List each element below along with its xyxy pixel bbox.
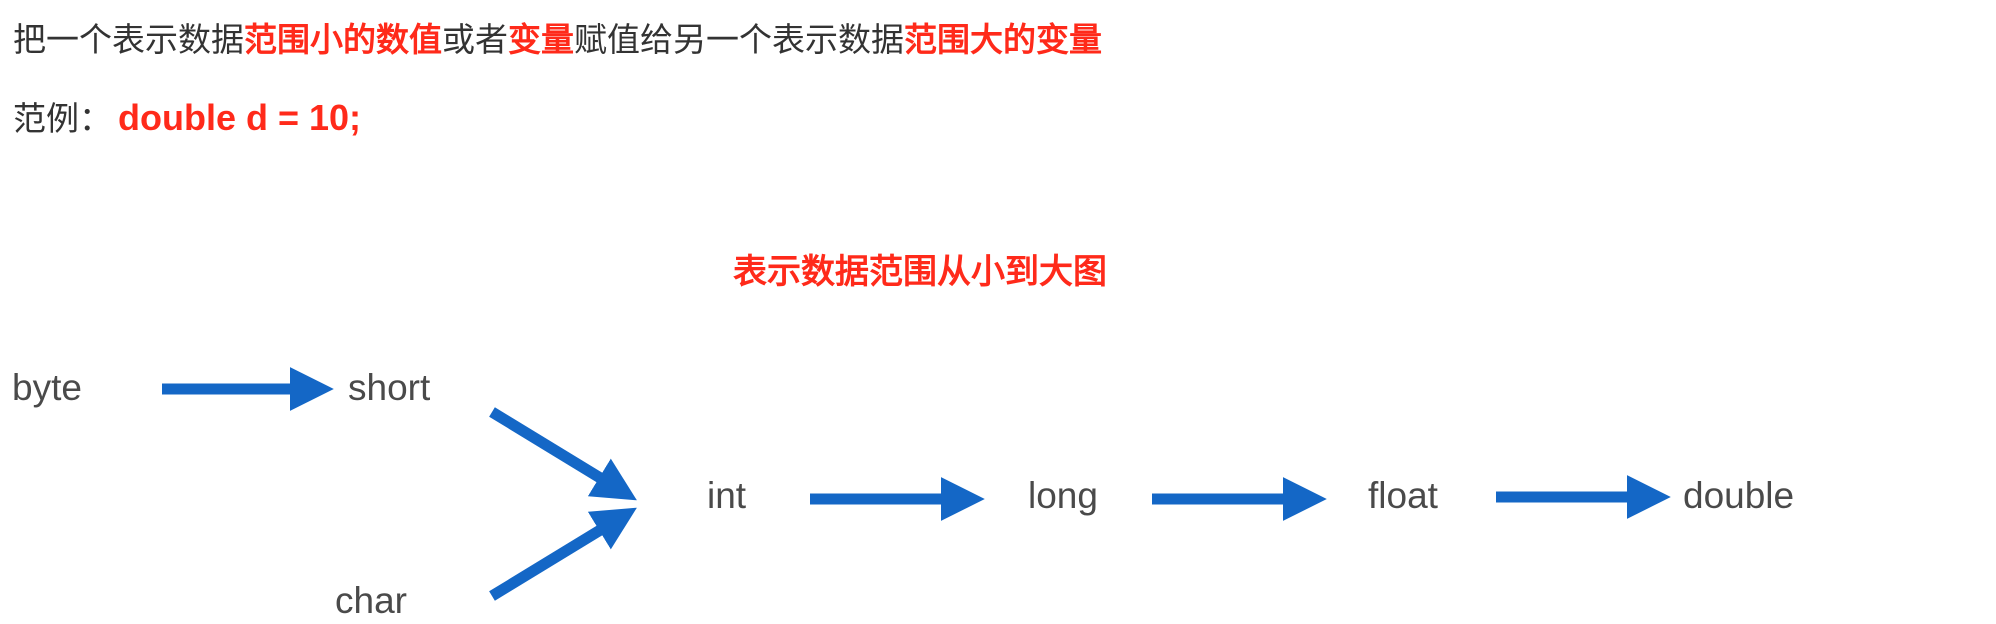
intro-sentence: 把一个表示数据范围小的数值或者变量赋值给另一个表示数据范围大的变量 — [13, 18, 1102, 62]
intro-text-or: 或者 — [442, 20, 508, 59]
intro-highlight-small-range-value: 范围小的数值 — [244, 20, 442, 59]
example-code: double d = 10; — [118, 97, 362, 138]
diagram-title: 表示数据范围从小到大图 — [733, 252, 1107, 292]
node-byte: byte — [12, 367, 82, 408]
example-label: 范例： — [13, 99, 112, 138]
node-int: int — [707, 475, 747, 516]
arrow-short-to-int — [489, 407, 637, 501]
intro-text-2: 赋值给另一个表示数据 — [574, 20, 904, 59]
node-char: char — [335, 580, 407, 621]
node-short: short — [348, 367, 431, 408]
node-float: float — [1368, 475, 1438, 516]
arrow-char-to-int — [489, 507, 637, 601]
intro-text-1: 把一个表示数据 — [13, 20, 244, 59]
node-long: long — [1028, 475, 1098, 516]
example-line: 范例：double d = 10; — [13, 96, 361, 141]
intro-highlight-variable: 变量 — [508, 20, 574, 59]
intro-highlight-large-range-variable: 范围大的变量 — [904, 20, 1102, 59]
node-double: double — [1683, 475, 1795, 516]
